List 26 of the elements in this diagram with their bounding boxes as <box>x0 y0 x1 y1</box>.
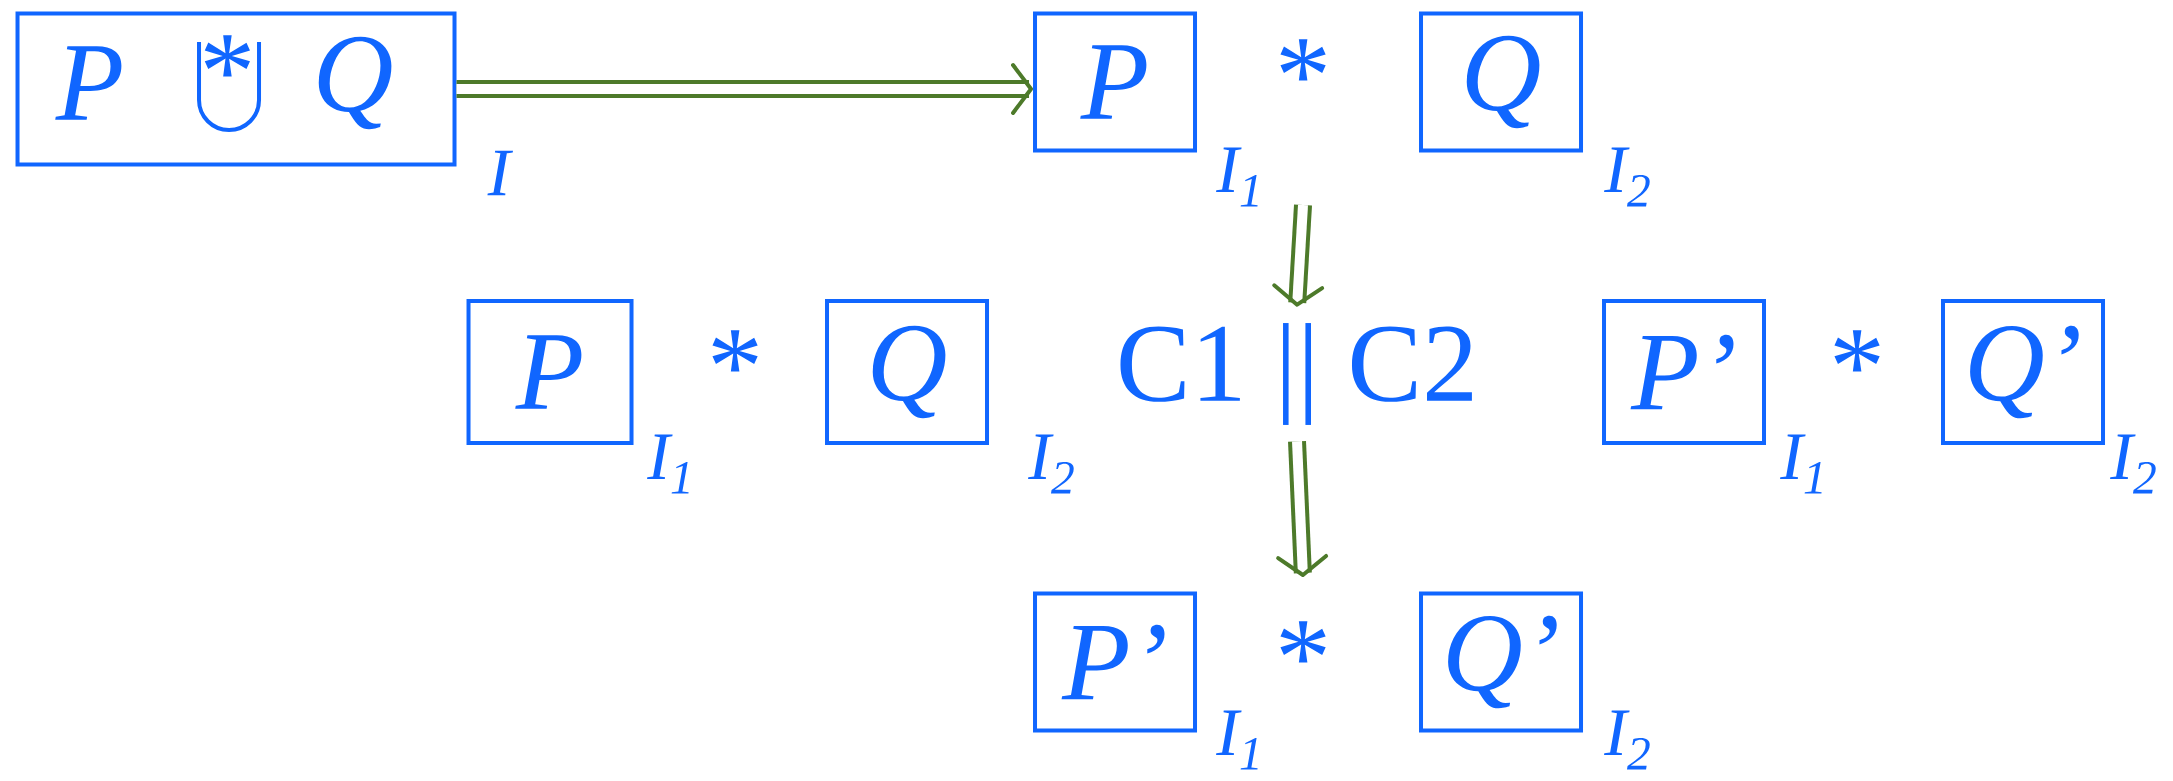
operator-symbol: * <box>1280 621 1326 663</box>
double-arrow <box>456 63 1033 115</box>
formula-box: Q’ <box>1419 591 1583 733</box>
index-label: I$_{2}$ <box>2110 434 2156 494</box>
operator-symbol: * <box>712 330 758 372</box>
formula-box: P * Q <box>15 11 457 167</box>
operator-symbol: * <box>1280 39 1326 81</box>
index-label: I <box>487 150 513 196</box>
operator-symbol: * <box>1834 330 1880 372</box>
formula-box: P <box>1033 11 1197 153</box>
index-label: I$_{1}$ <box>1780 434 1822 494</box>
formula-box: P’ <box>1033 591 1197 733</box>
formula-box: P <box>466 299 634 445</box>
index-label: I$_{1}$ <box>1216 147 1258 207</box>
formula-box: P’ <box>1602 299 1766 445</box>
formula-box: Q’ <box>1941 299 2105 445</box>
double-arrow <box>1272 204 1325 307</box>
index-label: I$_{2}$ <box>1028 434 1074 494</box>
index-label: I$_{2}$ <box>1604 710 1650 770</box>
formula-box: Q <box>825 299 989 445</box>
formula-text: C1 || C2 <box>1120 323 1472 425</box>
index-label: I$_{1}$ <box>1216 710 1258 770</box>
double-arrow <box>1276 440 1329 577</box>
index-label: I$_{1}$ <box>647 434 689 494</box>
formula-box: Q <box>1419 11 1583 153</box>
index-label: I$_{2}$ <box>1604 147 1650 207</box>
